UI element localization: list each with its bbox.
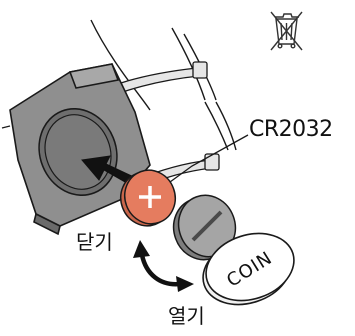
battery-type-label: CR2032 [249,117,333,142]
close-label: 닫기 [76,226,113,255]
open-label: 열기 [168,300,205,329]
weee-disposal-icon [271,12,302,50]
